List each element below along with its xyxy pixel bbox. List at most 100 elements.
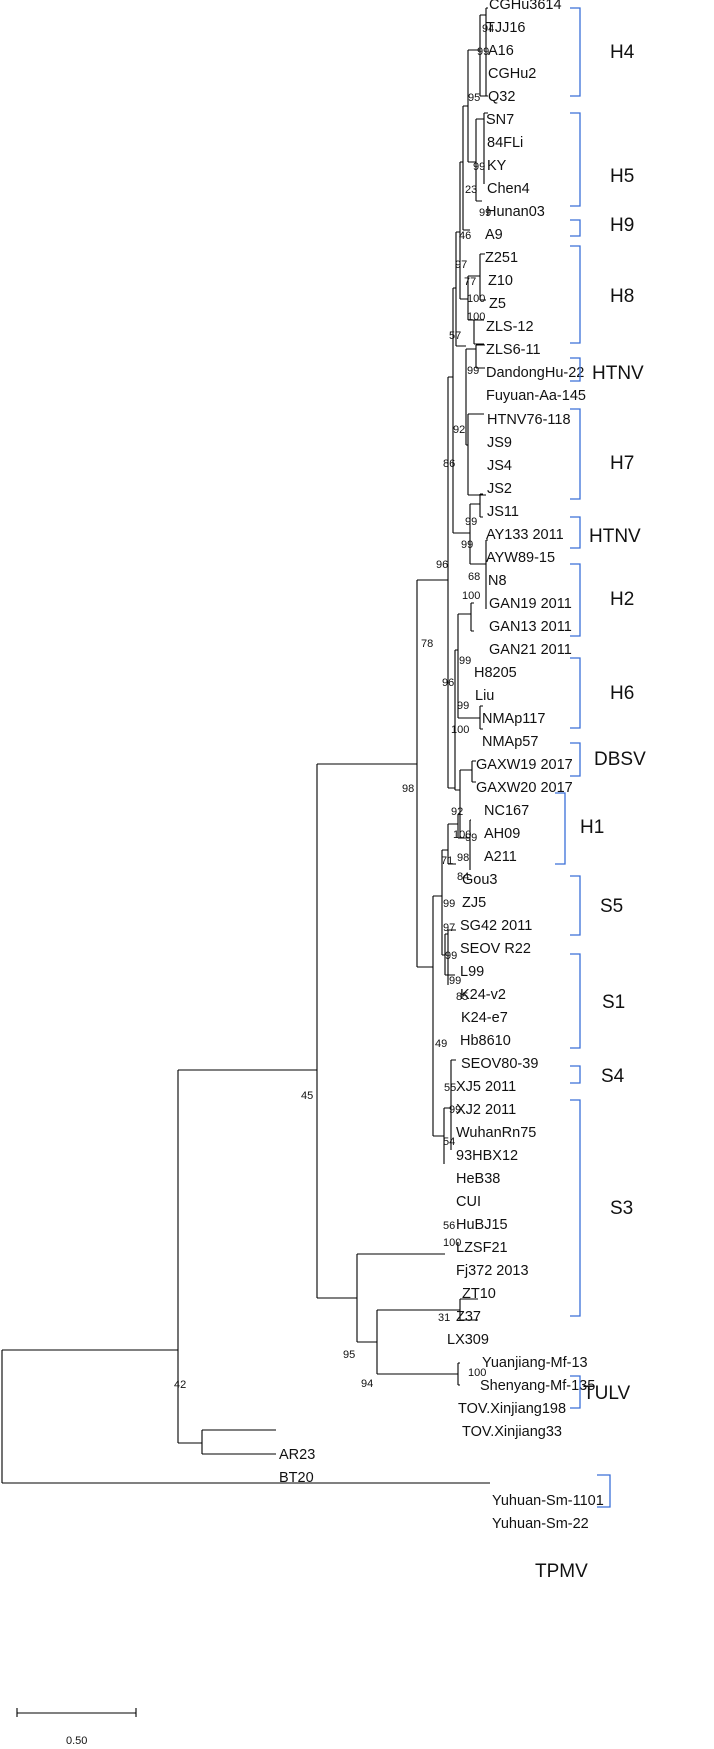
leaf-label: Q32 <box>488 89 515 105</box>
bootstrap-value: 94 <box>361 1378 373 1390</box>
leaf-label: A9 <box>485 227 503 243</box>
bootstrap-value: 42 <box>174 1379 186 1391</box>
bootstrap-labels: 9499952399994697771001005799928699969968… <box>174 23 494 1391</box>
leaf-label: GAXW19 2017 <box>476 757 573 773</box>
leaf-label: BT20 <box>279 1470 314 1486</box>
bootstrap-value: 99 <box>465 832 477 844</box>
leaf-label: Z37 <box>456 1309 481 1325</box>
bootstrap-value: 68 <box>468 571 480 583</box>
bootstrap-value: 95 <box>468 92 480 104</box>
bootstrap-value: 100 <box>462 590 480 602</box>
clade-label: H8 <box>610 286 634 307</box>
bootstrap-value: 100 <box>468 1367 486 1379</box>
leaf-label: ZLS-12 <box>486 319 534 335</box>
leaf-label: HTNV76-118 <box>487 412 571 428</box>
leaf-label: SEOV R22 <box>460 941 531 957</box>
leaf-label: SEOV80-39 <box>461 1056 538 1072</box>
leaf-label: TOV.Xinjiang198 <box>458 1401 566 1417</box>
leaf-label: Chen4 <box>487 181 530 197</box>
clade-label: H2 <box>610 589 634 610</box>
leaf-label: ZT10 <box>462 1286 496 1302</box>
scale-bar: 0.50 <box>16 1708 137 1747</box>
leaf-labels: CGHu3614TJJ16A16CGHu2Q32SN784FLiKYChen4H… <box>279 0 604 1532</box>
bootstrap-value: 97 <box>455 259 467 271</box>
leaf-label: Z5 <box>489 296 506 312</box>
leaf-label: 84FLi <box>487 135 523 151</box>
leaf-label: TOV.Xinjiang33 <box>462 1424 562 1440</box>
leaf-label: A16 <box>488 43 514 59</box>
clade-label: H4 <box>610 42 635 63</box>
leaf-label: L99 <box>460 964 484 980</box>
clade-label: TPMV <box>535 1561 588 1582</box>
leaf-label: JS11 <box>487 504 519 520</box>
bootstrap-value: 54 <box>443 1136 455 1148</box>
leaf-label: A211 <box>484 849 517 865</box>
bootstrap-value: 99 <box>473 161 485 173</box>
leaf-label: Yuanjiang-Mf-13 <box>482 1355 588 1371</box>
leaf-label: AH09 <box>484 826 520 842</box>
leaf-label: AY133 2011 <box>486 527 564 543</box>
clade-label: H7 <box>610 453 634 474</box>
leaf-label: AR23 <box>279 1447 315 1463</box>
leaf-label: XJ2 2011 <box>456 1102 516 1118</box>
leaf-label: Yuhuan-Sm-1101 <box>492 1493 604 1509</box>
bootstrap-value: 77 <box>464 276 476 288</box>
bootstrap-value: 100 <box>453 829 471 841</box>
leaf-label: GAN13 2011 <box>489 619 572 635</box>
bootstrap-value: 99 <box>461 539 473 551</box>
bootstrap-value: 92 <box>451 806 463 818</box>
leaf-label: CGHu2 <box>488 66 536 82</box>
leaf-label: ZLS6-11 <box>486 342 541 358</box>
bootstrap-value: 78 <box>421 638 433 650</box>
clade-label: H1 <box>580 817 604 838</box>
bootstrap-value: 100 <box>467 293 485 305</box>
scale-bar-label: 0.50 <box>66 1735 87 1747</box>
bootstrap-value: 45 <box>301 1090 313 1102</box>
leaf-label: LX309 <box>447 1332 489 1348</box>
leaf-label: GAN19 2011 <box>489 596 572 612</box>
bootstrap-value: 84 <box>457 871 469 883</box>
clade-label: S5 <box>600 896 623 917</box>
leaf-label: Shenyang-Mf-135 <box>480 1378 595 1394</box>
leaf-label: Z251 <box>485 250 518 266</box>
clade-label: H6 <box>610 683 634 704</box>
bootstrap-value: 99 <box>457 700 469 712</box>
bootstrap-value: 97 <box>443 922 455 934</box>
bootstrap-value: 94 <box>482 23 494 35</box>
leaf-label: ZJ5 <box>462 895 486 911</box>
bootstrap-value: 86 <box>443 458 455 470</box>
bootstrap-value: 96 <box>436 559 448 571</box>
leaf-label: HeB38 <box>456 1171 500 1187</box>
bootstrap-value: 85 <box>456 991 468 1003</box>
leaf-label: NMAp117 <box>482 711 545 727</box>
bootstrap-value: 99 <box>459 655 471 667</box>
leaf-label: Gou3 <box>462 872 497 888</box>
bootstrap-value: 99 <box>449 975 461 987</box>
bootstrap-value: 56 <box>443 1220 455 1232</box>
leaf-label: Hunan03 <box>486 204 545 220</box>
leaf-label: HuBJ15 <box>456 1217 508 1233</box>
clade-label: HTNV <box>592 363 644 384</box>
leaf-label: Fj372 2013 <box>456 1263 529 1279</box>
clade-label: S1 <box>602 992 625 1013</box>
bootstrap-value: 99 <box>477 46 489 58</box>
clade-label: DBSV <box>594 749 646 770</box>
bootstrap-value: 99 <box>443 898 455 910</box>
leaf-label: N8 <box>488 573 507 589</box>
branches <box>1 7 490 1484</box>
leaf-label: NMAp57 <box>482 734 538 750</box>
clade-label: S3 <box>610 1198 633 1219</box>
bootstrap-value: 99 <box>449 1104 461 1116</box>
bootstrap-value: 49 <box>435 1038 447 1050</box>
clade-label: HTNV <box>589 526 641 547</box>
leaf-label: XJ5 2011 <box>456 1079 516 1095</box>
bootstrap-value: 23 <box>465 184 477 196</box>
leaf-label: KY <box>487 158 507 174</box>
leaf-label: Fuyuan-Aa-145 <box>486 388 586 404</box>
bootstrap-value: 99 <box>445 950 457 962</box>
bootstrap-value: 96 <box>442 677 454 689</box>
leaf-label: GAN21 2011 <box>489 642 572 658</box>
leaf-label: TJJ16 <box>486 20 526 36</box>
leaf-label: H8205 <box>474 665 517 681</box>
